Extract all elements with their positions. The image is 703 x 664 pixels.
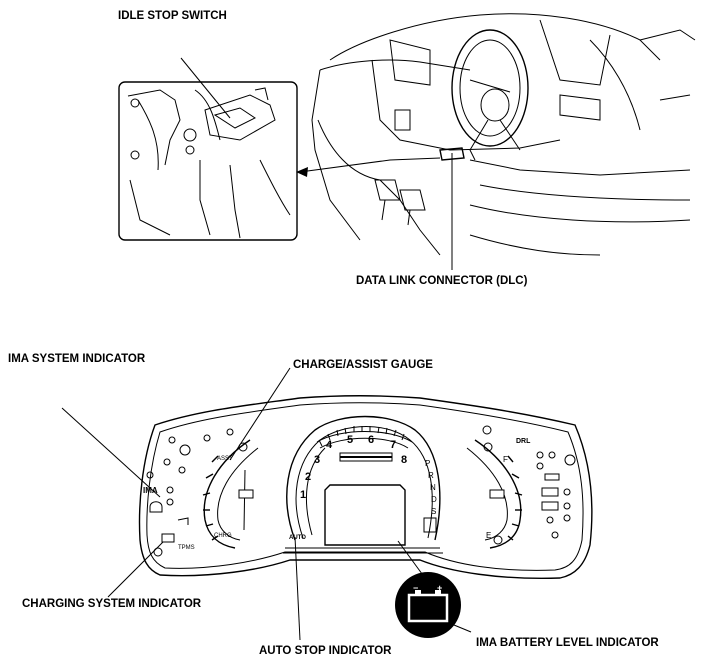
charging-system-battery-icon (161, 533, 175, 543)
charge-assist-gauge-leader (229, 367, 291, 461)
battery-icon (407, 593, 449, 623)
left-warning-lights: IMA TPMS (143, 428, 234, 557)
idle-stop-switch-leader (180, 57, 231, 119)
instrument-cluster (138, 395, 593, 579)
brake-warning-icon (179, 444, 191, 456)
ima-battery-level-indicator-label: IMA BATTERY LEVEL INDICATOR (476, 637, 659, 649)
charging-system-indicator-leader (107, 541, 164, 598)
side-airbag-icon (563, 502, 571, 510)
tachometer-numerals: 1 2 3 4 5 6 7 8 (300, 434, 407, 501)
dashboard-illustration (311, 13, 696, 256)
charge-assist-gauge-label: CHARGE/ASSIST GAUGE (293, 359, 433, 371)
tpms-warning-icon (153, 547, 163, 557)
right-warning-lights: DRL (482, 425, 576, 539)
maintenance-icon (564, 454, 576, 466)
door-open-icon (541, 487, 559, 497)
washer-icon (563, 514, 571, 522)
tpms-text: TPMS (178, 545, 195, 551)
ima-battery-level-callout: − + (395, 572, 461, 638)
fog-light-icon (548, 451, 556, 459)
dlc-arrow (296, 157, 441, 177)
security-icon (551, 531, 559, 539)
check-engine-icon (149, 501, 163, 513)
cruise-icon (482, 425, 492, 435)
headlight-icon (536, 451, 544, 459)
immobilizer-icon (146, 471, 154, 479)
light-control-icon (544, 473, 560, 481)
tach-4: 4 (326, 439, 333, 451)
tach-2: 2 (305, 471, 311, 483)
battery-plus-sign: + (437, 583, 442, 593)
gear-position-indicator: P R N D S (423, 459, 437, 533)
eco-assist-icon (541, 501, 559, 511)
gear-r: R (428, 471, 434, 480)
idle-stop-switch-inset (118, 81, 298, 241)
seatbelt-icon (168, 436, 176, 444)
epsss-icon (166, 486, 174, 494)
battery-minus-sign: − (413, 583, 418, 593)
battery-callout-circle (395, 572, 461, 638)
gear-n: N (430, 483, 436, 492)
tach-3: 3 (314, 454, 320, 466)
idle-stop-switch-label: IDLE STOP SWITCH (118, 10, 227, 22)
ima-system-indicator-label: IMA SYSTEM INDICATOR (8, 353, 146, 365)
fuel-full-label: F (503, 455, 508, 464)
charging-system-indicator-label: CHARGING SYSTEM INDICATOR (22, 598, 202, 610)
trunk-open-icon (563, 488, 571, 496)
drl-text: DRL (516, 438, 531, 445)
oil-pressure-icon (166, 498, 174, 506)
key-icon (546, 516, 554, 524)
gear-p: P (425, 459, 430, 468)
tach-8: 8 (401, 454, 407, 466)
fuel-empty-label: E (486, 531, 491, 540)
dlc-label: DATA LINK CONNECTOR (DLC) (356, 275, 528, 287)
chrg-label: CHRG (214, 533, 232, 539)
srs-icon (203, 434, 211, 442)
gear-s: S (431, 507, 436, 516)
asst-label: ASST (217, 456, 233, 462)
ima-system-indicator-leader (61, 407, 161, 498)
high-beam-icon (536, 462, 544, 470)
tach-5: 5 (347, 434, 353, 446)
tach-7: 7 (390, 439, 396, 451)
auto-stop-indicator-label: AUTO STOP INDICATOR (259, 645, 392, 657)
tach-1: 1 (300, 489, 306, 501)
low-fuel-icon (177, 517, 189, 525)
gear-d: D (431, 495, 437, 504)
auto-stop-indicator-leader (294, 536, 301, 641)
ima-battery-arrow-leader (397, 540, 426, 579)
ima-indicator-text: IMA (143, 486, 158, 495)
vsa-icon (163, 458, 171, 466)
tach-6: 6 (368, 434, 374, 446)
auto-stop-indicator-text: AUTO (289, 535, 306, 541)
abs-icon (178, 466, 186, 474)
indicator-icon (226, 428, 234, 436)
